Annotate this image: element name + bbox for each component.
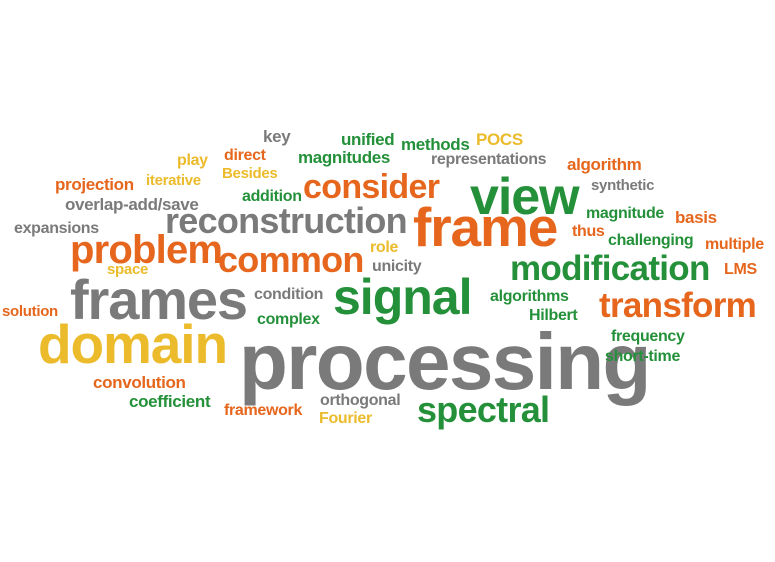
- cloud-word: coefficient: [129, 392, 211, 411]
- cloud-word: LMS: [724, 261, 757, 278]
- cloud-word: domain: [38, 313, 228, 375]
- cloud-word: solution: [2, 303, 58, 320]
- cloud-word: addition: [242, 188, 302, 205]
- cloud-word: convolution: [93, 373, 186, 392]
- cloud-word: modification: [510, 249, 710, 288]
- cloud-word: magnitude: [586, 205, 665, 222]
- cloud-word: POCS: [476, 130, 523, 149]
- cloud-word: play: [177, 152, 208, 169]
- cloud-word: key: [263, 127, 291, 146]
- cloud-word: unicity: [372, 258, 422, 275]
- cloud-word: condition: [254, 286, 324, 303]
- cloud-word: thus: [572, 223, 605, 240]
- cloud-word: role: [370, 239, 399, 256]
- cloud-word: synthetic: [591, 177, 655, 194]
- cloud-word: consider: [303, 168, 440, 206]
- cloud-word: spectral: [417, 389, 550, 430]
- cloud-word: representations: [431, 151, 547, 168]
- cloud-word: processing: [239, 317, 651, 406]
- cloud-word: view: [470, 168, 580, 226]
- cloud-word: iterative: [146, 172, 201, 189]
- cloud-word: common: [218, 239, 364, 280]
- cloud-word: unified: [341, 130, 395, 149]
- cloud-word: projection: [55, 175, 134, 194]
- cloud-word: direct: [224, 147, 266, 164]
- cloud-word: algorithms: [490, 288, 569, 305]
- cloud-word: expansions: [14, 220, 99, 237]
- cloud-word: algorithm: [567, 155, 642, 174]
- cloud-word: multiple: [705, 236, 764, 253]
- cloud-word: Fourier: [319, 410, 372, 427]
- cloud-word: framework: [224, 402, 303, 419]
- cloud-word: Besides: [222, 165, 278, 182]
- cloud-word: space: [107, 261, 149, 278]
- cloud-word: reconstruction: [165, 200, 408, 241]
- cloud-word: Hilbert: [529, 307, 578, 324]
- cloud-word: orthogonal: [320, 392, 401, 409]
- cloud-word: signal: [333, 269, 472, 325]
- cloud-word: short-time: [605, 348, 681, 365]
- cloud-word: magnitudes: [298, 148, 391, 167]
- cloud-word: complex: [257, 311, 320, 328]
- cloud-word: overlap-add/save: [65, 195, 199, 214]
- cloud-word: problem: [70, 228, 223, 272]
- cloud-word: methods: [401, 135, 470, 154]
- cloud-word: frequency: [611, 328, 685, 345]
- cloud-word: basis: [675, 208, 717, 227]
- cloud-word: transform: [599, 286, 757, 325]
- cloud-word: challenging: [608, 232, 694, 249]
- cloud-word: frame: [413, 196, 558, 258]
- cloud-word: frames: [70, 268, 248, 331]
